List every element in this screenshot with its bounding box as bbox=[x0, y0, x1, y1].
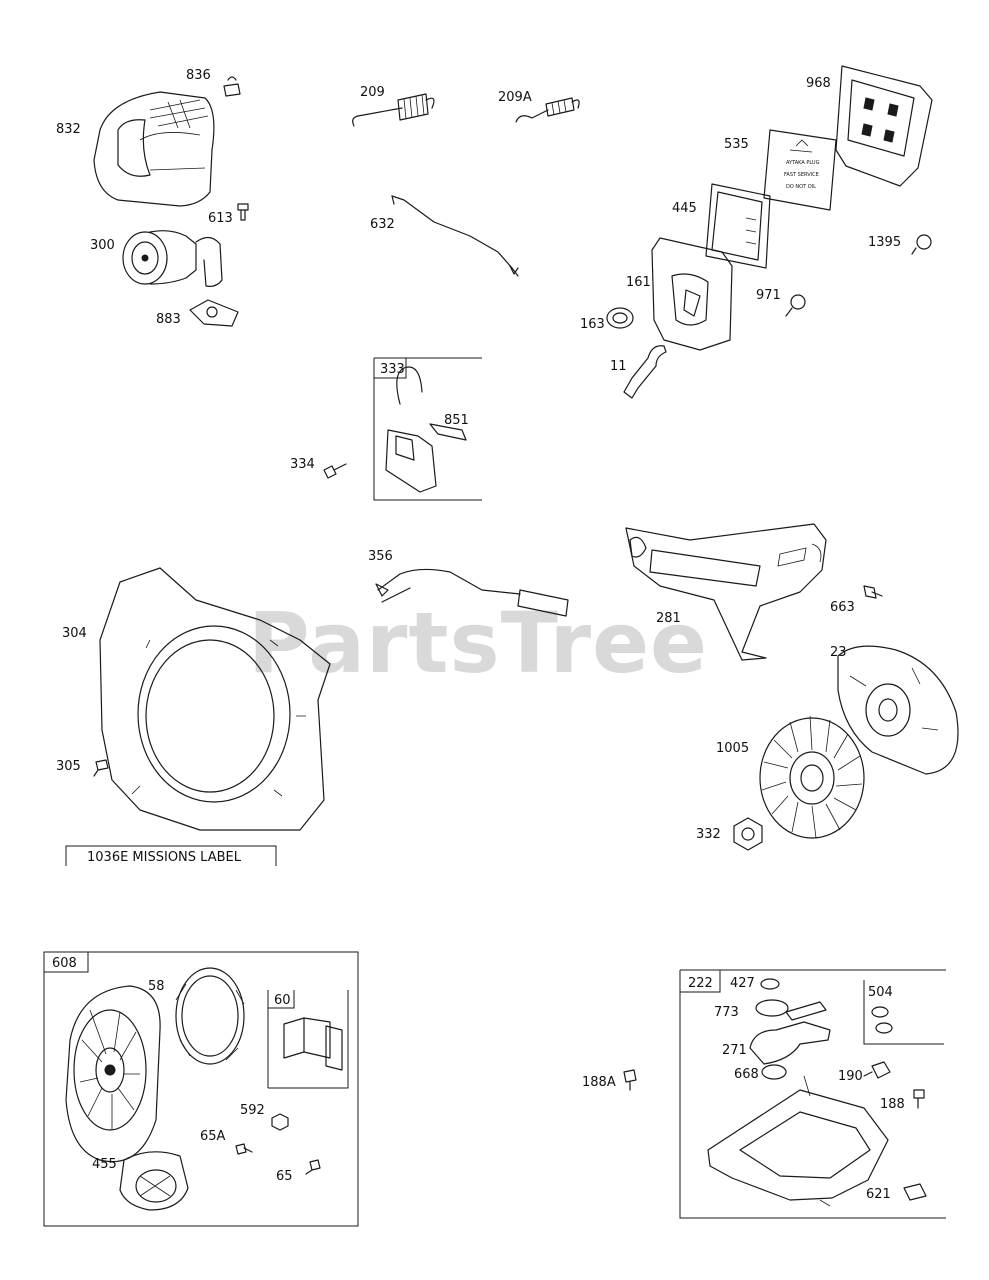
part-190-screw[interactable] bbox=[863, 1061, 891, 1079]
part-504-washers-box[interactable] bbox=[863, 980, 944, 1045]
part-label-968: 968 bbox=[806, 76, 831, 91]
part-334-screw[interactable] bbox=[323, 463, 347, 479]
part-label-60: 60 bbox=[274, 993, 291, 1008]
part-663-screw[interactable] bbox=[863, 585, 883, 599]
part-label-668: 668 bbox=[734, 1067, 759, 1082]
part-label-161: 161 bbox=[626, 275, 651, 290]
part-label-334: 334 bbox=[290, 457, 315, 472]
part-209a-spring[interactable] bbox=[515, 97, 580, 123]
part-613-screw[interactable] bbox=[237, 203, 249, 221]
part-label-190: 190 bbox=[838, 1069, 863, 1084]
part-label-592: 592 bbox=[240, 1103, 265, 1118]
part-label-305: 305 bbox=[56, 759, 81, 774]
part-281-blower-housing[interactable] bbox=[625, 523, 827, 661]
part-271-control-lever[interactable] bbox=[749, 1021, 831, 1065]
part-label-851: 851 bbox=[444, 413, 469, 428]
part-label-1395: 1395 bbox=[868, 235, 901, 250]
part-label-11: 11 bbox=[610, 359, 627, 374]
part-label-1005: 1005 bbox=[716, 741, 749, 756]
part-number-labels: 836 832 613 300 883 209 209A 632 968 535… bbox=[56, 68, 905, 1202]
part-592-nut[interactable] bbox=[271, 1113, 289, 1131]
part-label-632: 632 bbox=[370, 217, 395, 232]
part-label-427: 427 bbox=[730, 976, 755, 991]
part-836-screw[interactable] bbox=[223, 76, 241, 97]
part-668-bushing[interactable] bbox=[761, 1064, 787, 1080]
part-222-control-box[interactable]: 222 bbox=[679, 969, 946, 1219]
part-333-ignition-box[interactable]: 333 bbox=[373, 357, 482, 501]
part-304-blower-housing[interactable] bbox=[99, 567, 331, 831]
part-label-281: 281 bbox=[656, 611, 681, 626]
part-883-gasket[interactable] bbox=[189, 299, 239, 327]
part-label-65: 65 bbox=[276, 1169, 293, 1184]
part-label-222: 222 bbox=[688, 976, 713, 991]
part-label-209: 209 bbox=[360, 85, 385, 100]
part-188-screw[interactable] bbox=[913, 1089, 925, 1109]
part-label-23: 23 bbox=[830, 645, 847, 660]
part-starter-housing[interactable] bbox=[65, 985, 161, 1163]
part-label-883: 883 bbox=[156, 312, 181, 327]
part-832-engine-cover[interactable] bbox=[93, 91, 215, 207]
part-23-flywheel[interactable] bbox=[837, 645, 959, 775]
part-label-621: 621 bbox=[866, 1187, 891, 1202]
part-621-clip[interactable] bbox=[903, 1183, 927, 1201]
part-label-445: 445 bbox=[672, 201, 697, 216]
part-label-971: 971 bbox=[756, 288, 781, 303]
decal-line-1: AYTAKA PLUG bbox=[786, 160, 820, 166]
watermark: PartsTree bbox=[248, 594, 708, 692]
part-11-breather-tube[interactable] bbox=[623, 345, 667, 399]
part-163-seal[interactable] bbox=[606, 307, 634, 329]
part-control-bracket[interactable] bbox=[707, 1075, 889, 1207]
part-356-ground-wire[interactable] bbox=[375, 568, 569, 617]
part-971-screw[interactable] bbox=[785, 294, 806, 317]
part-305-screw[interactable] bbox=[93, 759, 109, 777]
part-label-300: 300 bbox=[90, 238, 115, 253]
part-label-608: 608 bbox=[52, 956, 77, 971]
decal-line-3: DO NOT OIL bbox=[786, 184, 816, 190]
part-label-163: 163 bbox=[580, 317, 605, 332]
part-label-836: 836 bbox=[186, 68, 211, 83]
emissions-label: 1036E MISSIONS LABEL bbox=[87, 850, 242, 865]
part-label-304: 304 bbox=[62, 626, 87, 641]
part-label-356: 356 bbox=[368, 549, 393, 564]
part-label-832: 832 bbox=[56, 122, 81, 137]
emissions-label-box[interactable]: 1036E MISSIONS LABEL bbox=[65, 845, 277, 866]
part-60-starter-handle-box[interactable]: 60 bbox=[267, 990, 349, 1089]
part-label-663: 663 bbox=[830, 600, 855, 615]
part-label-209a: 209A bbox=[498, 90, 532, 105]
part-773-lever[interactable] bbox=[755, 999, 827, 1021]
part-label-535: 535 bbox=[724, 137, 749, 152]
part-535-decal[interactable]: AYTAKA PLUG FAST SERVICE DO NOT OIL bbox=[763, 129, 837, 211]
part-label-455: 455 bbox=[92, 1157, 117, 1172]
part-label-58: 58 bbox=[148, 979, 165, 994]
part-332-flywheel-nut[interactable] bbox=[733, 817, 763, 851]
decal-line-2: FAST SERVICE bbox=[784, 172, 819, 178]
part-label-332: 332 bbox=[696, 827, 721, 842]
part-1005-fan[interactable] bbox=[759, 715, 865, 839]
part-label-188a: 188A bbox=[582, 1075, 616, 1090]
part-300-muffler[interactable] bbox=[122, 230, 223, 287]
part-58-starter-pulley[interactable] bbox=[175, 967, 245, 1065]
part-851-wire[interactable] bbox=[429, 423, 467, 441]
part-65-screw[interactable] bbox=[305, 1159, 321, 1175]
part-label-188: 188 bbox=[880, 1097, 905, 1112]
part-968-air-cleaner-cover[interactable] bbox=[835, 65, 933, 187]
part-65a-screw[interactable] bbox=[235, 1143, 253, 1155]
part-632-governor-link[interactable] bbox=[391, 195, 519, 277]
part-608-rewind-starter-box[interactable]: 608 bbox=[43, 951, 359, 1227]
part-label-613: 613 bbox=[208, 211, 233, 226]
part-455-starter-cup[interactable] bbox=[119, 1151, 189, 1211]
part-label-504: 504 bbox=[868, 985, 893, 1000]
part-161-air-cleaner-base[interactable] bbox=[651, 237, 733, 351]
part-427-nut[interactable] bbox=[760, 978, 780, 990]
part-label-271: 271 bbox=[722, 1043, 747, 1058]
part-445-air-filter[interactable] bbox=[705, 183, 771, 269]
part-label-65a: 65A bbox=[200, 1129, 226, 1144]
part-label-773: 773 bbox=[714, 1005, 739, 1020]
part-209-governor-spring[interactable] bbox=[352, 93, 435, 127]
part-188a-screw[interactable] bbox=[623, 1069, 637, 1091]
part-1395-screw[interactable] bbox=[911, 234, 932, 255]
